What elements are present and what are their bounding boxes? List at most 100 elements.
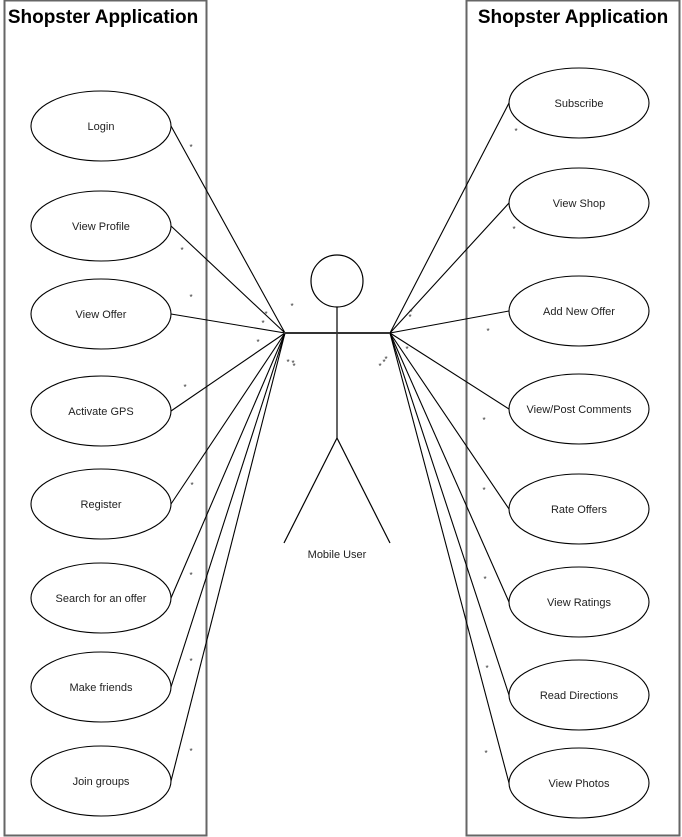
use-case-view-post-comments[interactable]: View/Post Comments bbox=[508, 373, 650, 445]
use-case-add-new-offer[interactable]: Add New Offer bbox=[508, 275, 650, 347]
association-register bbox=[170, 332, 286, 505]
use-case-view-profile[interactable]: View Profile bbox=[30, 190, 172, 262]
use-case-rate-offers[interactable]: Rate Offers bbox=[508, 473, 650, 545]
multiplicity-marker: * bbox=[290, 302, 293, 311]
use-case-ellipse bbox=[30, 90, 172, 162]
association-view-profile bbox=[170, 225, 286, 334]
use-case-ellipse bbox=[30, 468, 172, 540]
use-case-ellipse bbox=[508, 747, 650, 819]
use-case-ellipse bbox=[508, 373, 650, 445]
multiplicity-marker: * bbox=[189, 571, 192, 580]
use-case-label: Login bbox=[88, 121, 115, 133]
use-case-register[interactable]: Register bbox=[30, 468, 172, 540]
association-subscribe bbox=[389, 102, 510, 334]
use-case-ellipse bbox=[30, 745, 172, 817]
use-case-read-directions[interactable]: Read Directions bbox=[508, 659, 650, 731]
use-case-label: Join groups bbox=[73, 776, 130, 788]
use-case-label: View/Post Comments bbox=[527, 404, 632, 416]
use-case-ellipse bbox=[508, 473, 650, 545]
use-case-label: View Shop bbox=[553, 198, 605, 210]
association-view-post-comments bbox=[389, 332, 510, 410]
multiplicity-marker: * bbox=[291, 359, 294, 368]
use-case-join-groups[interactable]: Join groups bbox=[30, 745, 172, 817]
multiplicity-marker: * bbox=[483, 575, 486, 584]
use-case-ellipse bbox=[508, 275, 650, 347]
multiplicity-marker: * bbox=[482, 486, 485, 495]
use-case-label: Activate GPS bbox=[68, 406, 133, 418]
multiplicity-marker: * bbox=[484, 749, 487, 758]
multiplicity-marker: * bbox=[486, 327, 489, 336]
multiplicity-marker: * bbox=[264, 310, 267, 319]
use-case-ellipse bbox=[508, 566, 650, 638]
use-case-label: View Profile bbox=[72, 221, 130, 233]
use-case-ellipse bbox=[508, 659, 650, 731]
actor-label: Mobile User bbox=[308, 549, 367, 561]
use-case-login[interactable]: Login bbox=[30, 90, 172, 162]
multiplicity-marker: * bbox=[378, 362, 381, 371]
actor-mobile-user[interactable]: Mobile User bbox=[283, 254, 391, 561]
multiplicity-marker: * bbox=[382, 358, 385, 367]
use-case-ellipse bbox=[508, 167, 650, 239]
association-read-directions bbox=[389, 332, 510, 696]
use-case-view-photos[interactable]: View Photos bbox=[508, 747, 650, 819]
multiplicity-marker: * bbox=[485, 664, 488, 673]
use-case-label: Read Directions bbox=[540, 690, 619, 702]
use-case-view-shop[interactable]: View Shop bbox=[508, 167, 650, 239]
use-case-ellipse bbox=[30, 651, 172, 723]
association-add-new-offer bbox=[389, 310, 510, 334]
multiplicity-marker: * bbox=[409, 308, 412, 317]
association-view-offer bbox=[170, 313, 286, 334]
use-case-label: View Offer bbox=[76, 309, 127, 321]
use-case-view-offer[interactable]: View Offer bbox=[30, 278, 172, 350]
use-case-subscribe[interactable]: Subscribe bbox=[508, 67, 650, 139]
multiplicity-marker: * bbox=[183, 383, 186, 392]
use-case-label: Add New Offer bbox=[543, 306, 615, 318]
system-title-left: Shopster Application bbox=[8, 7, 198, 28]
use-case-activate-gps[interactable]: Activate GPS bbox=[30, 375, 172, 447]
system-boundary-right bbox=[465, 0, 681, 837]
use-case-view-ratings[interactable]: View Ratings bbox=[508, 566, 650, 638]
actor-left-leg bbox=[283, 437, 338, 544]
use-case-ellipse bbox=[508, 67, 650, 139]
use-case-ellipse bbox=[30, 190, 172, 262]
multiplicity-marker: * bbox=[482, 416, 485, 425]
association-make-friends bbox=[170, 332, 286, 688]
system-title-right: Shopster Application bbox=[478, 7, 668, 28]
association-login bbox=[170, 125, 286, 334]
association-view-photos bbox=[389, 332, 510, 784]
association-join-groups bbox=[170, 332, 286, 782]
multiplicity-marker: * bbox=[405, 345, 408, 354]
association-lines bbox=[170, 102, 510, 784]
multiplicity-marker: * bbox=[190, 481, 193, 490]
multiplicity-marker: * bbox=[189, 747, 192, 756]
multiplicity-marker: * bbox=[180, 246, 183, 255]
use-case-make-friends[interactable]: Make friends bbox=[30, 651, 172, 723]
multiplicity-marker: * bbox=[512, 225, 515, 234]
multiplicity-marker: * bbox=[261, 319, 264, 328]
multiplicity-marker: * bbox=[286, 358, 289, 367]
use-case-ellipse bbox=[30, 278, 172, 350]
multiplicity-marker: * bbox=[514, 127, 517, 136]
multiplicity-marker: * bbox=[384, 355, 387, 364]
multiplicity-marker: * bbox=[256, 338, 259, 347]
use-case-ellipse bbox=[30, 562, 172, 634]
use-case-label: Rate Offers bbox=[551, 504, 608, 516]
use-case-label: View Ratings bbox=[547, 597, 611, 609]
use-case-label: Register bbox=[81, 499, 122, 511]
multiplicity-marker: * bbox=[408, 313, 411, 322]
association-activate-gps bbox=[170, 332, 286, 412]
use-case-label: Subscribe bbox=[555, 98, 604, 110]
system-boundary-left bbox=[3, 0, 208, 837]
multiplicity-marker: * bbox=[189, 143, 192, 152]
association-view-ratings bbox=[389, 332, 510, 603]
use-case-search-for-an-offer[interactable]: Search for an offer bbox=[30, 562, 172, 634]
association-view-shop bbox=[389, 202, 510, 334]
actor-right-leg bbox=[336, 437, 391, 544]
multiplicity-marker: * bbox=[189, 293, 192, 302]
multiplicity-markers: ***************************** bbox=[180, 127, 517, 758]
use-case-ellipse bbox=[30, 375, 172, 447]
multiplicity-marker: * bbox=[189, 657, 192, 666]
